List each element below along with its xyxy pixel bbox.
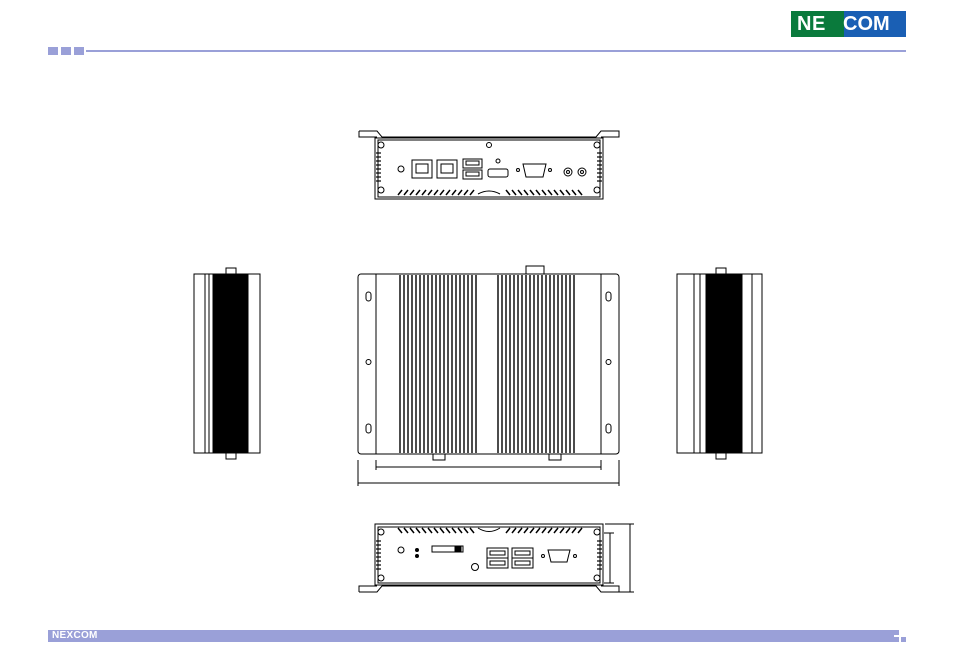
footer-logo: NEXCOM: [52, 630, 98, 642]
antenna-hole-icon: [398, 166, 404, 172]
vga-port-icon: [523, 164, 546, 177]
top-view: [358, 266, 619, 486]
footer-square-1: [894, 630, 899, 635]
com-port-icon: [548, 550, 570, 562]
left-side-view: [194, 268, 260, 459]
audio-jack-1-icon: [564, 168, 572, 176]
front-panel-view: [359, 131, 619, 199]
footer-square-2: [894, 637, 899, 642]
lan-port-1-icon: [412, 160, 432, 178]
hdmi-port-icon: [488, 169, 508, 177]
rear-panel-view: [359, 524, 634, 592]
audio-jack-2-icon: [578, 168, 586, 176]
power-led-icon: [398, 547, 404, 553]
footer-bar: [48, 630, 894, 642]
footer-square-3: [901, 637, 906, 642]
lan-port-2-icon: [437, 160, 457, 178]
right-side-view: [677, 268, 762, 459]
